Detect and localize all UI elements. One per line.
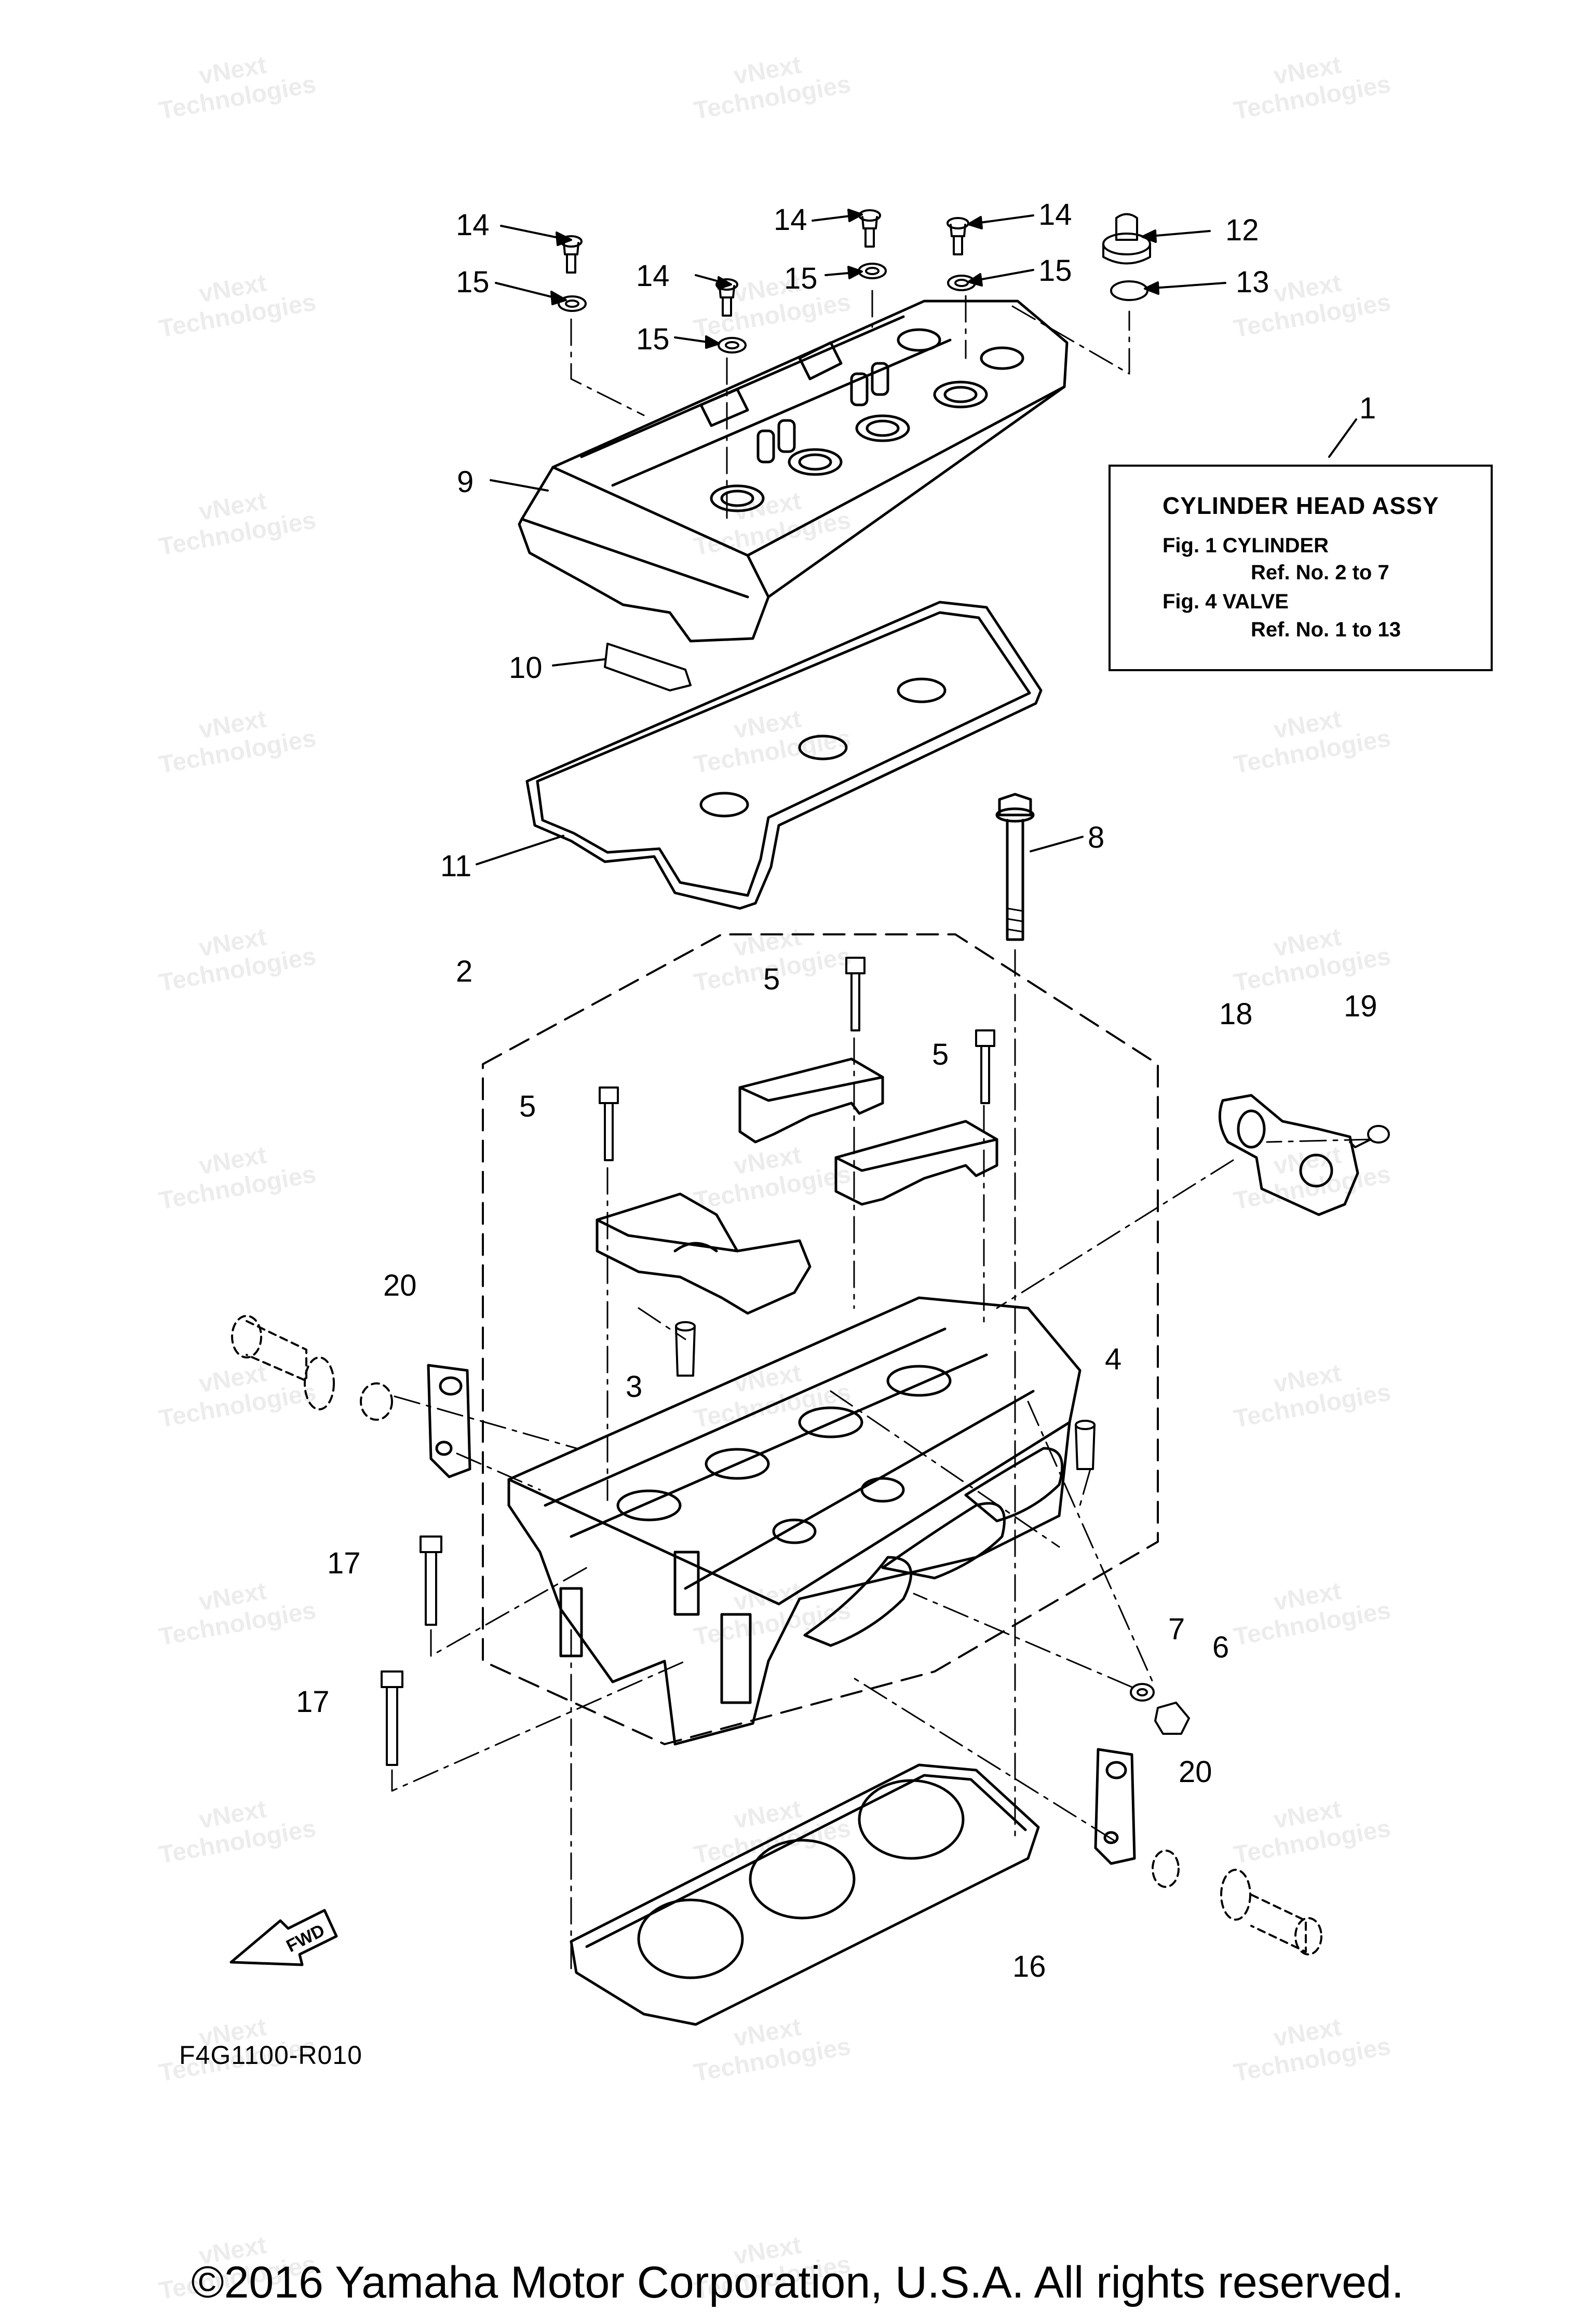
- callout-17: 17: [327, 1546, 361, 1580]
- gasket-11: [525, 601, 1043, 910]
- callout-15: 15: [636, 322, 670, 356]
- cylinder-head: [507, 1296, 1082, 1746]
- fig1-line: Fig. 1 CYLINDER: [1163, 534, 1329, 557]
- callout-3: 3: [626, 1370, 643, 1404]
- fig4-ref: Ref. No. 1 to 13: [1251, 618, 1401, 641]
- bracket-20-left: [427, 1364, 471, 1478]
- callout-17: 17: [296, 1685, 330, 1719]
- oil-cap-12: [1102, 213, 1151, 265]
- callout-19: 19: [1344, 989, 1377, 1023]
- bolt-14-group: [560, 209, 969, 317]
- fig4-line: Fig. 4 VALVE: [1163, 590, 1289, 613]
- dowel-4: [1075, 1420, 1096, 1470]
- head-gasket-16: [570, 1763, 1040, 2026]
- callout-1: 1: [1359, 391, 1376, 425]
- assembly-title-box: CYLINDER HEAD ASSY Fig. 1 CYLINDER Ref. …: [1109, 465, 1493, 671]
- callout-15: 15: [456, 265, 490, 299]
- callout-10: 10: [509, 651, 543, 685]
- callout-15: 15: [784, 262, 818, 295]
- callout-6: 6: [1212, 1630, 1229, 1664]
- callout-8: 8: [1088, 821, 1105, 854]
- fwd-arrow-icon: [229, 1909, 338, 1966]
- callout-14: 14: [636, 259, 670, 293]
- washer-7-bolt-6: [1130, 1683, 1190, 1735]
- callout-11: 11: [440, 849, 472, 883]
- drawing-code: F4G1100-R010: [179, 2041, 362, 2070]
- dowel-3: [675, 1321, 696, 1377]
- cam-caps: [596, 1057, 998, 1315]
- callout-16: 16: [1012, 1950, 1046, 1983]
- callout-14: 14: [1038, 198, 1072, 232]
- callout-12: 12: [1225, 213, 1259, 247]
- bolt-17-group: [381, 1535, 442, 1766]
- callout-5: 5: [519, 1090, 536, 1123]
- callout-7: 7: [1168, 1612, 1185, 1646]
- callout-18: 18: [1219, 997, 1253, 1031]
- head-cover-9: [518, 300, 1069, 643]
- callout-5: 5: [932, 1038, 949, 1071]
- assy-outline-2: [482, 933, 1159, 1745]
- fig1-ref: Ref. No. 2 to 7: [1251, 561, 1389, 584]
- callout-14: 14: [456, 208, 490, 242]
- callout-4: 4: [1105, 1342, 1122, 1376]
- callout-2: 2: [456, 955, 473, 988]
- callout-14: 14: [774, 203, 807, 237]
- title-box-heading: CYLINDER HEAD ASSY: [1163, 492, 1439, 519]
- callout-20: 20: [1179, 1755, 1212, 1789]
- hanger-right: [1152, 1850, 1322, 1955]
- copyright-notice: ©2016 Yamaha Motor Corporation, U.S.A. A…: [191, 2258, 1404, 2307]
- callout-5: 5: [763, 962, 780, 996]
- callout-20: 20: [383, 1269, 417, 1302]
- bolt-8: [995, 793, 1035, 941]
- bolt-19: [1349, 1125, 1390, 1148]
- alignment-lines: [391, 290, 1372, 1974]
- plate-10: [604, 643, 692, 691]
- bracket-18: [1218, 1094, 1359, 1216]
- hanger-left: [231, 1315, 393, 1421]
- o-ring-13: [1110, 280, 1148, 301]
- bracket-20-right: [1094, 1748, 1136, 1865]
- callout-15: 15: [1038, 254, 1072, 288]
- callout-9: 9: [457, 465, 474, 499]
- callout-13: 13: [1236, 265, 1269, 299]
- grommet-15-group: [558, 263, 976, 354]
- bolt-5-group: [599, 957, 995, 1161]
